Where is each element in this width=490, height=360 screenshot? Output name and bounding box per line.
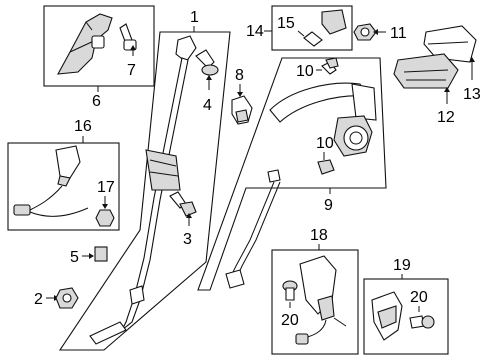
callout-17: 17 bbox=[97, 179, 115, 196]
part-10-lower-bolt-illustration bbox=[317, 159, 335, 175]
part-9-retractor-illustration bbox=[225, 82, 377, 289]
callout-15: 15 bbox=[277, 15, 295, 32]
callout-19: 19 bbox=[393, 257, 411, 274]
part-16-buckle-illustration bbox=[13, 145, 89, 217]
callout-20-left: 20 bbox=[281, 312, 299, 329]
callout-1: 1 bbox=[190, 9, 199, 26]
part-5-label-illustration bbox=[94, 246, 108, 262]
part-15-bolt-illustration bbox=[303, 9, 347, 47]
callout-20-right: 20 bbox=[410, 289, 428, 306]
callout-5: 5 bbox=[70, 249, 79, 266]
part-11-nut-illustration bbox=[353, 23, 377, 41]
callout-10-lower: 10 bbox=[316, 135, 334, 152]
callout-3: 3 bbox=[183, 231, 192, 248]
part-19-buckle-illustration bbox=[371, 291, 403, 341]
callout-12: 12 bbox=[437, 109, 455, 126]
part-1-belt-illustration bbox=[89, 35, 197, 345]
callout-14: 14 bbox=[246, 23, 264, 40]
callout-8: 8 bbox=[235, 67, 244, 84]
part-12-cover-illustration bbox=[393, 53, 459, 89]
part-18-buckle-illustration bbox=[295, 255, 347, 345]
part-20-left-bolt-illustration bbox=[282, 280, 298, 301]
part-2-nut-illustration bbox=[55, 287, 79, 309]
callout-16: 16 bbox=[74, 118, 92, 135]
group-1-outline bbox=[58, 31, 231, 351]
group-18-box bbox=[271, 249, 359, 355]
callout-9: 9 bbox=[324, 197, 333, 214]
part-13-cover-illustration bbox=[423, 25, 477, 63]
callout-10-upper: 10 bbox=[296, 63, 314, 80]
callout-11: 11 bbox=[390, 25, 407, 42]
group-14-box bbox=[271, 5, 353, 51]
part-7-bolt-illustration bbox=[119, 23, 137, 51]
group-19-box bbox=[363, 278, 449, 355]
callout-4: 4 bbox=[203, 97, 212, 114]
group-9-outline bbox=[197, 57, 387, 291]
group-16-box bbox=[7, 142, 120, 231]
callout-13: 13 bbox=[463, 86, 481, 103]
part-6-cover-illustration bbox=[57, 13, 113, 75]
part-3-bolt-illustration bbox=[169, 191, 197, 217]
part-10-upper-bolt-illustration bbox=[321, 57, 339, 75]
group-6-box bbox=[43, 5, 155, 87]
part-8-bracket-illustration bbox=[231, 95, 253, 125]
part-4-bolt-illustration bbox=[195, 49, 219, 76]
callout-2: 2 bbox=[34, 291, 43, 308]
callout-18: 18 bbox=[310, 227, 328, 244]
callout-6: 6 bbox=[92, 93, 101, 110]
callout-7: 7 bbox=[127, 62, 136, 79]
part-17-nut-illustration bbox=[95, 209, 115, 227]
part-20-right-bolt-illustration bbox=[409, 315, 435, 329]
